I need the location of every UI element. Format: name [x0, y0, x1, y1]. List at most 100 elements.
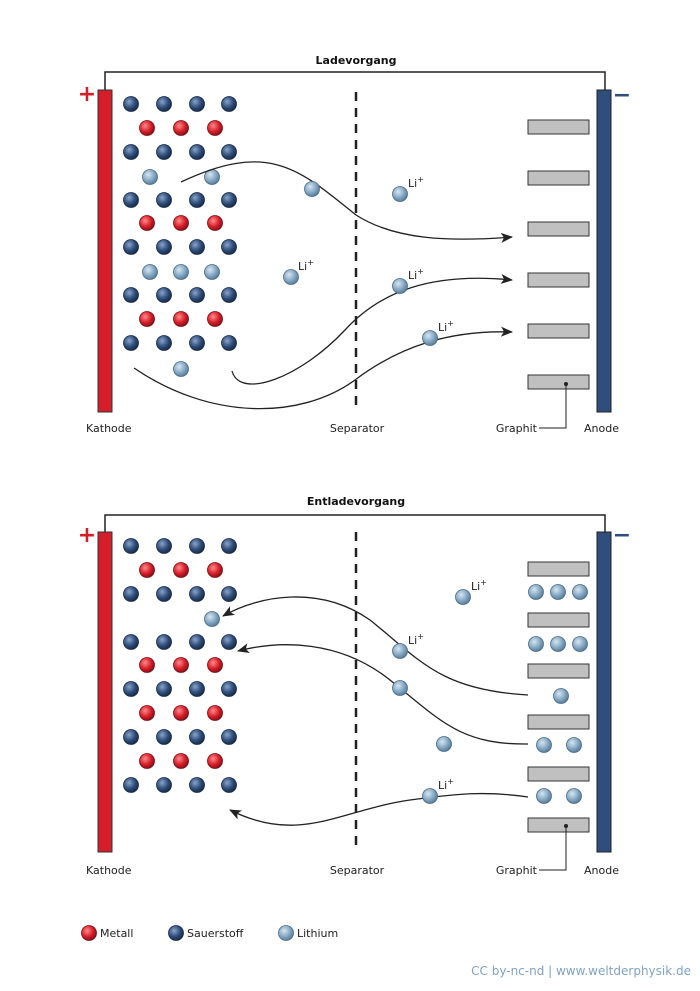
discharge-title: Entladevorgang: [307, 495, 405, 508]
oxygen-atom: [123, 335, 139, 351]
ion-path-arrow: [231, 273, 513, 385]
discharge-cathode-label: Kathode: [86, 864, 132, 877]
graphite-layer: [527, 663, 590, 679]
graphite-leader-line: [539, 826, 567, 871]
oxygen-atom: [123, 96, 139, 112]
ion-label: Li+: [438, 777, 454, 792]
oxygen-atom: [189, 96, 205, 112]
lithium-ion: [392, 680, 408, 696]
graphite-layer: [527, 612, 590, 628]
discharge-cathode-electrode: [97, 531, 113, 853]
charge-lithium-ions: Li+ Li+ Li+ Li+: [283, 175, 454, 346]
graphite-layer: [527, 714, 590, 730]
legend-oxygen-label: Sauerstoff: [187, 927, 244, 940]
oxygen-atom: [123, 586, 139, 602]
oxygen-atom: [189, 239, 205, 255]
lithium-ion: [436, 736, 452, 752]
lithium-atom: [173, 361, 189, 377]
legend-lithium-label: Lithium: [297, 927, 338, 940]
discharge-graphite-layers: [527, 561, 590, 871]
oxygen-atom: [156, 239, 172, 255]
legend-metal-label: Metall: [100, 927, 133, 940]
lithium-atom: [536, 737, 552, 753]
discharge-lithium-ions: Li+ Li+ Li+: [392, 578, 487, 804]
charge-cathode-label: Kathode: [86, 422, 132, 435]
metal-atom: [173, 705, 189, 721]
metal-atom: [173, 311, 189, 327]
oxygen-atom: [189, 192, 205, 208]
oxygen-atom: [156, 538, 172, 554]
oxygen-atom: [221, 287, 237, 303]
metal-atom: [139, 705, 155, 721]
ion-path-arrow: [222, 596, 529, 696]
metal-atom: [139, 657, 155, 673]
oxygen-atom: [221, 777, 237, 793]
ion-label: Li+: [408, 267, 424, 282]
discharge-graphite-label: Graphit: [496, 864, 538, 877]
lithium-atom: [528, 584, 544, 600]
oxygen-atom: [189, 777, 205, 793]
oxygen-atom: [189, 144, 205, 160]
metal-atom: [207, 120, 223, 136]
ion-label: Li+: [471, 578, 487, 593]
oxygen-atom: [189, 681, 205, 697]
metal-atom: [207, 215, 223, 231]
oxygen-atom: [221, 586, 237, 602]
metal-atom: [139, 215, 155, 231]
oxygen-atom: [123, 634, 139, 650]
lithium-ion: [422, 788, 438, 804]
graphite-layer: [527, 374, 590, 390]
legend-oxygen-swatch: [168, 925, 184, 941]
oxygen-atom: [189, 538, 205, 554]
discharge-anode-electrode: [596, 531, 612, 853]
lithium-ion: [392, 186, 408, 202]
oxygen-atom: [221, 729, 237, 745]
oxygen-atom: [221, 144, 237, 160]
charge-graphite-layers: [527, 119, 590, 429]
oxygen-atom: [156, 335, 172, 351]
oxygen-atom: [123, 144, 139, 160]
ion-label: Li+: [408, 632, 424, 647]
graphite-layer: [527, 221, 590, 237]
lithium-atom: [553, 688, 569, 704]
oxygen-atom: [156, 777, 172, 793]
legend: Metall Sauerstoff Lithium: [81, 925, 338, 941]
lithium-ion: [392, 643, 408, 659]
lithium-ion: [455, 589, 471, 605]
lithium-atom: [142, 169, 158, 185]
charge-cathode-electrode: [97, 89, 113, 413]
metal-atom: [173, 753, 189, 769]
lithium-ion: [304, 181, 320, 197]
ion-label: Li+: [408, 175, 424, 190]
oxygen-atom: [123, 729, 139, 745]
metal-atom: [207, 311, 223, 327]
discharge-cathode-lattice: [123, 538, 237, 793]
metal-atom: [207, 753, 223, 769]
lithium-atom: [204, 611, 220, 627]
charge-plus-sign: +: [78, 82, 96, 107]
graphite-layer: [527, 119, 590, 135]
charge-minus-sign: −: [613, 83, 631, 108]
lithium-atom: [566, 737, 582, 753]
oxygen-atom: [123, 777, 139, 793]
charge-ion-paths: [133, 161, 513, 410]
oxygen-atom: [189, 634, 205, 650]
oxygen-atom: [221, 239, 237, 255]
metal-atom: [139, 562, 155, 578]
discharge-circuit-wire: [104, 514, 606, 532]
discharge-ion-paths: [222, 596, 529, 826]
charge-circuit-wire: [104, 71, 606, 90]
lithium-atom: [572, 584, 588, 600]
lithium-ion: [422, 330, 438, 346]
charge-graphite-label: Graphit: [496, 422, 538, 435]
oxygen-atom: [156, 144, 172, 160]
oxygen-atom: [156, 634, 172, 650]
ion-path-arrow: [229, 792, 529, 826]
charge-separator-label: Separator: [330, 422, 385, 435]
lithium-atom: [142, 264, 158, 280]
ion-label: Li+: [298, 258, 314, 273]
lithium-atom: [536, 788, 552, 804]
oxygen-atom: [221, 634, 237, 650]
lithium-atom: [550, 584, 566, 600]
oxygen-atom: [123, 287, 139, 303]
